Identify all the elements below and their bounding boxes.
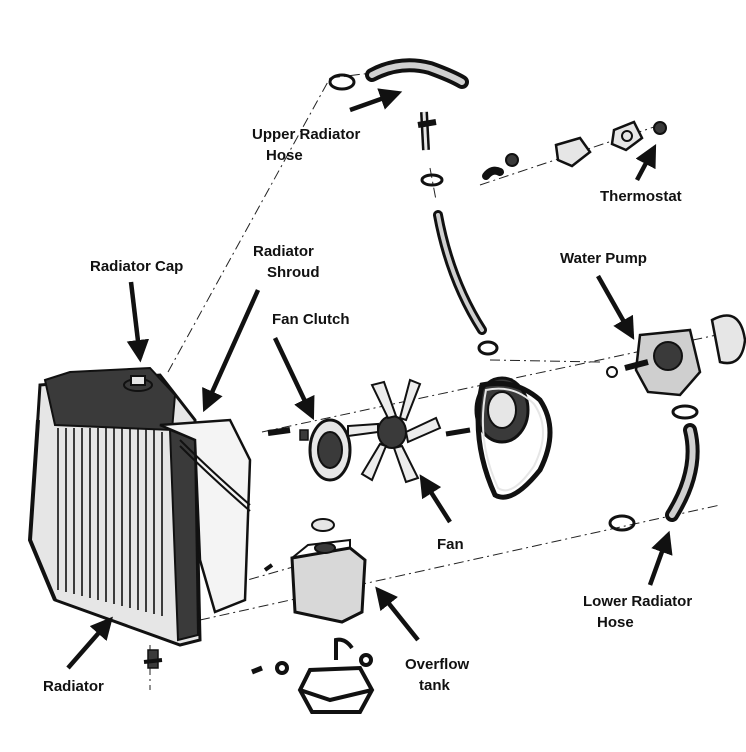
label-radiator-shroud-line2: Shroud: [267, 264, 320, 281]
water-pump-part: [606, 314, 746, 397]
radiator-cap: [123, 375, 153, 392]
callout-arrows: [66, 88, 673, 670]
label-lower-radiator-hose-line1: Lower Radiator: [583, 593, 693, 610]
radiator-shroud: [159, 418, 252, 614]
label-lower-radiator-hose: Lower Radiator Hose: [583, 591, 692, 633]
label-water-pump: Water Pump: [560, 250, 647, 267]
label-upper-radiator-hose-line2: Hose: [266, 147, 303, 164]
label-upper-radiator-hose-line1: Upper Radiator: [252, 126, 361, 143]
drain-fitting: [143, 649, 163, 669]
overflow-tank-part: [263, 518, 367, 624]
label-fan-clutch: Fan Clutch: [272, 311, 350, 328]
lower-radiator-hose: [608, 404, 700, 532]
label-overflow-tank-line2: tank: [419, 677, 450, 694]
fan-clutch-part: [267, 418, 471, 482]
fan-part: [347, 378, 442, 484]
label-fan: Fan: [437, 536, 464, 553]
label-radiator-shroud-line1: Radiator: [253, 243, 314, 260]
label-radiator-shroud: Radiator Shroud: [253, 241, 320, 283]
upper-radiator-hose: [328, 58, 469, 91]
tank-bracket: [251, 637, 375, 714]
label-upper-radiator-hose: Upper Radiator Hose: [252, 124, 360, 166]
pulley-and-belt: [474, 376, 553, 500]
bypass-hose: [417, 111, 499, 356]
thermostat-housing: [482, 120, 667, 180]
radiator: [27, 366, 202, 647]
label-lower-radiator-hose-line2: Hose: [597, 614, 634, 631]
label-radiator: Radiator: [43, 678, 104, 695]
label-overflow-tank: Overflow tank: [405, 654, 469, 696]
label-thermostat: Thermostat: [600, 188, 682, 205]
label-overflow-tank-line1: Overflow: [405, 656, 470, 673]
label-radiator-cap: Radiator Cap: [90, 258, 184, 275]
